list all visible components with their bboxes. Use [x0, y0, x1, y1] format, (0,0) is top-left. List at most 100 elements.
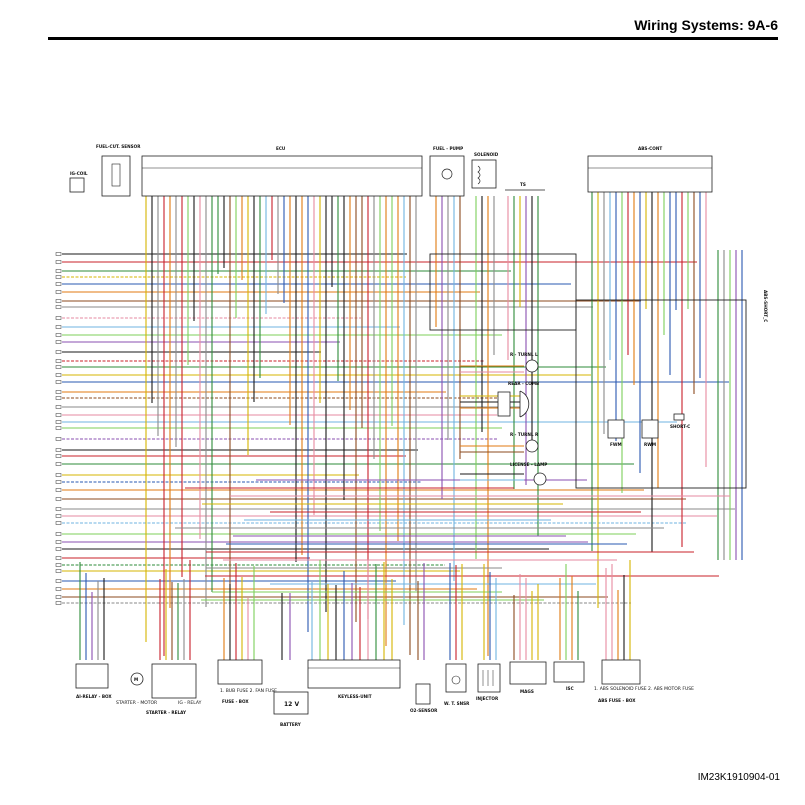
connector-pin — [55, 462, 62, 466]
connector-pin — [55, 252, 62, 256]
mags: MAGS — [509, 661, 547, 694]
r-turnl-l-label: R - TURNL L — [510, 352, 538, 357]
keyless-unit: KEYLESS-UNIT — [307, 659, 401, 699]
connector-pin — [55, 497, 62, 501]
connector-pin — [55, 532, 62, 536]
connector-pin — [55, 426, 62, 430]
page-title: Wiring Systems: 9A-6 — [634, 17, 778, 33]
connector-pin — [55, 569, 62, 573]
o2-sensor: O2-SENSOR — [410, 683, 438, 713]
connector-pin — [55, 260, 62, 264]
connector-pin — [55, 299, 62, 303]
ig-relay-label: IG - RELAY — [178, 700, 202, 706]
mags-label: MAGS — [520, 689, 534, 694]
fwm-sensor: FWM — [607, 419, 625, 447]
connector-pin — [55, 390, 62, 394]
license-lamp: LICENSE - LAMP — [510, 462, 547, 486]
battery: 12 V BATTERY — [273, 691, 309, 727]
ai-relay-box: AI-RELAY - BOX — [75, 663, 112, 699]
rwm-sensor: RWM — [641, 419, 659, 447]
fuse-box-note: 1. BUB FUSE 2. FAN FUSE — [220, 688, 277, 694]
fuse-box: 1. BUB FUSE 2. FAN FUSE FUSE - BOX — [217, 659, 277, 704]
wire-layer — [55, 192, 747, 660]
solenoid: SOLENOID — [471, 152, 499, 189]
header-rule — [48, 37, 778, 40]
connector-pin — [55, 325, 62, 329]
connector-pin — [55, 420, 62, 424]
isc: ISC — [553, 661, 585, 691]
license-lamp-label: LICENSE - LAMP — [510, 462, 547, 467]
abs-short-c-label: ABS-SHORT_C — [763, 290, 768, 322]
fuel-pump-label: FUEL - PUMP — [433, 146, 463, 151]
connector-pin — [55, 480, 62, 484]
fuel-cut-sensor-label: FUEL-CUT. SENSOR — [96, 144, 141, 149]
o2-sensor-label: O2-SENSOR — [410, 708, 438, 713]
connector-pin — [55, 448, 62, 452]
connector-pin — [55, 563, 62, 567]
document-code: IM23K1910904-01 — [697, 772, 780, 783]
connector-pin — [55, 359, 62, 363]
connector-pin — [55, 601, 62, 605]
connector-pin — [55, 521, 62, 525]
r-turnl-r: R - TURNL R — [510, 432, 539, 453]
solenoid-label: SOLENOID — [474, 152, 499, 157]
connector-pin — [55, 396, 62, 400]
fuel-pump: FUEL - PUMP — [429, 146, 465, 197]
abs-fuse-box: 1. ABS SOLENOID FUSE 2. ABS MOTOR FUSE A… — [594, 659, 694, 703]
rear-comb-label: REAR - COMB — [508, 381, 539, 386]
ts-sensor: TS — [505, 182, 545, 191]
connector-pin — [55, 365, 62, 369]
starter-motor-label: STARTER - MOTOR — [116, 700, 157, 706]
harness-frame — [429, 253, 577, 331]
short-c-connector: SHORT-C — [670, 413, 690, 429]
isc-label: ISC — [566, 686, 574, 691]
connector-pin — [55, 373, 62, 377]
connector-pin — [55, 413, 62, 417]
abs-cont-label: ABS-CONT — [638, 146, 662, 151]
connector-pin — [55, 595, 62, 599]
connector-pin — [55, 507, 62, 511]
connector-pin — [55, 437, 62, 441]
starter-motor: M STARTER - MOTOR — [116, 672, 157, 706]
connector-pin — [55, 282, 62, 286]
connector-pin — [55, 587, 62, 591]
connector-pin — [55, 350, 62, 354]
ig-relay: IG - RELAY — [178, 700, 202, 706]
starter-relay: STARTER - RELAY — [146, 663, 197, 715]
connector-pin — [55, 488, 62, 492]
connector-pin — [55, 579, 62, 583]
wt-sensor: W. T. SNSR — [444, 663, 470, 706]
r-turnl-r-label: R - TURNL R — [510, 432, 539, 437]
starter-relay-label: STARTER - RELAY — [146, 710, 187, 715]
connector-pin — [55, 290, 62, 294]
connector-pin — [55, 556, 62, 560]
connector-pin — [55, 333, 62, 337]
abs-fuse-box-label: ABS FUSE - BOX — [598, 698, 636, 703]
keyless-unit-label: KEYLESS-UNIT — [338, 694, 372, 699]
ecu: ECU — [141, 146, 423, 197]
connector-pin — [55, 340, 62, 344]
connector-pin — [55, 269, 62, 273]
connector-pin — [55, 316, 62, 320]
ecu-label: ECU — [276, 146, 286, 151]
ts-label: TS — [520, 182, 526, 187]
connector-pin — [55, 473, 62, 477]
connector-pin — [55, 380, 62, 384]
abs-fuse-note: 1. ABS SOLENOID FUSE 2. ABS MOTOR FUSE — [594, 686, 694, 692]
r-turnl-l: R - TURNL L — [510, 352, 539, 373]
ig-coil-label: IG-COIL — [70, 171, 88, 176]
motor-symbol: M — [134, 677, 138, 682]
fuel-cut-sensor: FUEL-CUT. SENSOR — [96, 144, 141, 197]
connector-pin — [55, 540, 62, 544]
fwm-label: FWM — [610, 442, 622, 447]
injector-label: INJECTOR — [476, 696, 499, 701]
connector-pin — [55, 275, 62, 279]
fuse-box-label: FUSE - BOX — [222, 699, 249, 704]
connector-pin — [55, 454, 62, 458]
battery-label: BATTERY — [280, 722, 302, 727]
connector-pin — [55, 514, 62, 518]
rear-comb: REAR - COMB — [497, 381, 539, 418]
connector-pin — [55, 305, 62, 309]
battery-voltage: 12 V — [284, 701, 299, 708]
